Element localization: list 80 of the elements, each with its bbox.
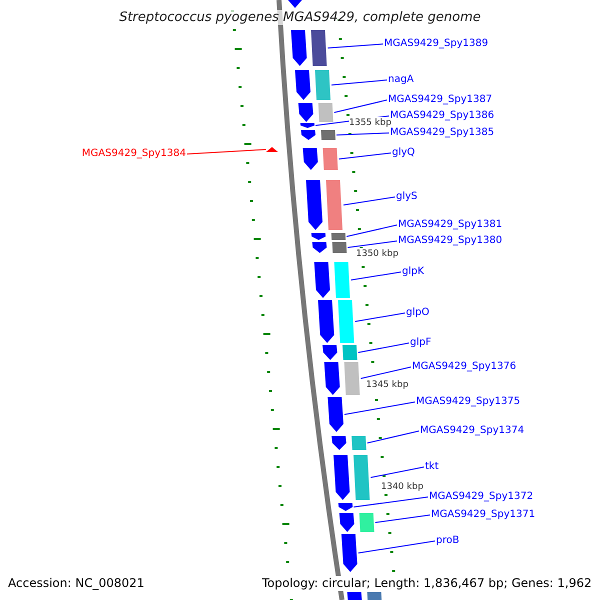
leader-line: [344, 402, 416, 415]
gene-category-bar: [334, 262, 350, 298]
accession-text: Accession: NC_008021: [8, 576, 144, 591]
leader-line: [336, 132, 390, 136]
gene-label: nagA: [388, 74, 414, 86]
leader-line: [358, 540, 436, 554]
leader-line: [338, 152, 392, 160]
gene-feature: [328, 397, 344, 432]
genome-stats-text: Topology: circular; Length: 1,836,467 bp; Genes: 1,962: [262, 576, 592, 591]
marker-triangle: [266, 147, 278, 152]
gene-feature: [311, 233, 326, 240]
gene-feature: [314, 262, 330, 298]
gene-category-bar: [342, 345, 358, 360]
leader-line: [370, 466, 424, 478]
tick-label: 1350 kbp: [356, 248, 398, 260]
leader-line: [358, 342, 410, 353]
leader-line: [331, 80, 388, 86]
leader-line: [354, 312, 406, 322]
leader-line: [360, 366, 412, 379]
gene-feature: [291, 30, 307, 66]
gene-category-bar: [332, 242, 347, 253]
gene-category-bar: [315, 70, 330, 100]
gene-category-bar: [322, 148, 338, 170]
gene-category-bar: [354, 455, 370, 500]
gene-label: MGAS9429_Spy1385: [390, 127, 494, 139]
gene-label: MGAS9429_Spy1375: [416, 396, 520, 408]
title: Streptococcus pyogenes MGAS9429, complete genome: [119, 10, 481, 25]
gene-label: MGAS9429_Spy1376: [412, 361, 516, 373]
leader-line: [366, 430, 420, 444]
gene-feature: [341, 534, 358, 572]
tick-label: 1355 kbp: [349, 117, 392, 129]
leader-line: [350, 272, 402, 280]
gene-feature: [295, 70, 310, 100]
gene-feature: [339, 513, 354, 532]
gene-label: MGAS9429_Spy1389: [384, 38, 488, 50]
gene-label: glpK: [402, 266, 424, 278]
gene-label: proB: [436, 535, 460, 547]
gene-label: MGAS9429_Spy1381: [398, 219, 502, 231]
leader-line: [334, 100, 388, 113]
gene-feature: [324, 362, 340, 395]
leader-line: [353, 496, 428, 508]
gene-label: glyQ: [392, 147, 415, 159]
gene-label: MGAS9429_Spy1384: [82, 148, 186, 160]
gene-feature: [332, 436, 346, 450]
gene-feature: [322, 345, 338, 360]
tick-label: 1340 kbp: [381, 481, 424, 493]
gene-category-bar: [321, 130, 336, 140]
gene-feature: [306, 180, 322, 230]
tick-label: 1345 kbp: [366, 379, 408, 391]
gene-category-bar: [352, 436, 366, 450]
gene-category-bar: [331, 233, 346, 240]
gene-label: glyS: [396, 191, 418, 203]
gene-label: MGAS9429_Spy1374: [420, 425, 524, 437]
gene-category-bar: [338, 300, 354, 343]
gene-feature: [301, 130, 316, 140]
leader-line: [347, 240, 398, 248]
gene-label: MGAS9429_Spy1380: [398, 235, 502, 247]
gene-category-bar: [344, 362, 360, 395]
gene-category-bar: [359, 513, 374, 532]
gene-feature: [334, 455, 350, 500]
leader-line: [374, 514, 430, 523]
leader-line: [186, 149, 266, 154]
gene-label: glpF: [410, 337, 432, 349]
gene-label: MGAS9429_Spy1371: [431, 509, 536, 521]
gene-label: MGAS9429_Spy1386: [390, 110, 494, 122]
gene-category-bar: [311, 30, 327, 66]
gene-feature: [338, 503, 353, 511]
gene-feature: [287, 0, 302, 8]
gene-label: tkt: [425, 461, 439, 473]
leader-line: [327, 44, 384, 48]
gene-feature: [318, 300, 334, 343]
gene-feature: [302, 148, 318, 170]
gene-label: glpO: [406, 307, 430, 319]
gene-category-bar: [326, 180, 342, 230]
leader-line: [343, 196, 396, 206]
gene-feature: [312, 242, 327, 253]
gene-category-bar: [318, 103, 334, 122]
gene-label: MGAS9429_Spy1387: [388, 94, 492, 106]
leader-line: [346, 224, 398, 237]
gene-label: MGAS9429_Spy1372: [429, 491, 534, 503]
